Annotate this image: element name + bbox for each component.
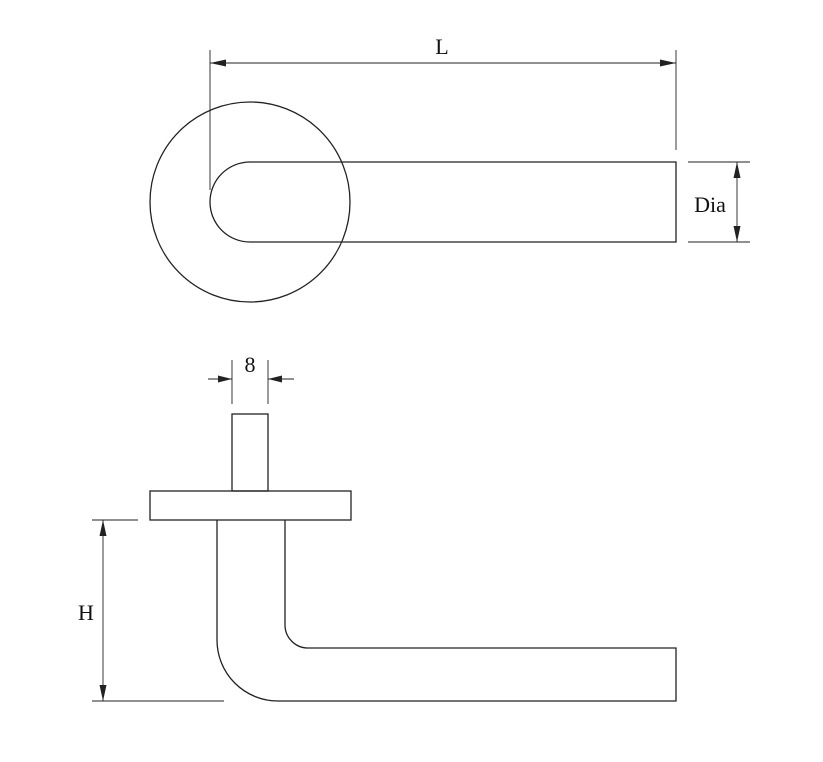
length-dimension: L bbox=[209, 34, 677, 190]
diameter-arrow-top bbox=[733, 162, 741, 178]
length-arrow-left bbox=[210, 59, 226, 67]
length-label: L bbox=[435, 34, 448, 59]
height-arrow-bottom bbox=[99, 685, 107, 701]
spindle-arrow-right bbox=[268, 375, 282, 383]
top-view bbox=[149, 101, 677, 303]
diameter-label: Dia bbox=[694, 192, 726, 217]
length-arrow-right bbox=[660, 59, 676, 67]
spindle bbox=[231, 413, 269, 492]
lever-side bbox=[216, 520, 677, 702]
diameter-arrow-bottom bbox=[733, 226, 741, 242]
height-arrow-top bbox=[99, 520, 107, 536]
diameter-dimension: Dia bbox=[688, 161, 750, 243]
spindle-dimension: 8 bbox=[208, 352, 294, 404]
rose-side bbox=[149, 490, 352, 521]
rose-plate bbox=[149, 101, 351, 303]
side-view bbox=[149, 413, 677, 702]
height-dimension: H bbox=[78, 519, 224, 702]
spindle-arrow-left bbox=[218, 375, 232, 383]
spindle-label: 8 bbox=[245, 352, 256, 377]
height-label: H bbox=[78, 600, 94, 625]
lever-bar-top bbox=[209, 161, 677, 243]
